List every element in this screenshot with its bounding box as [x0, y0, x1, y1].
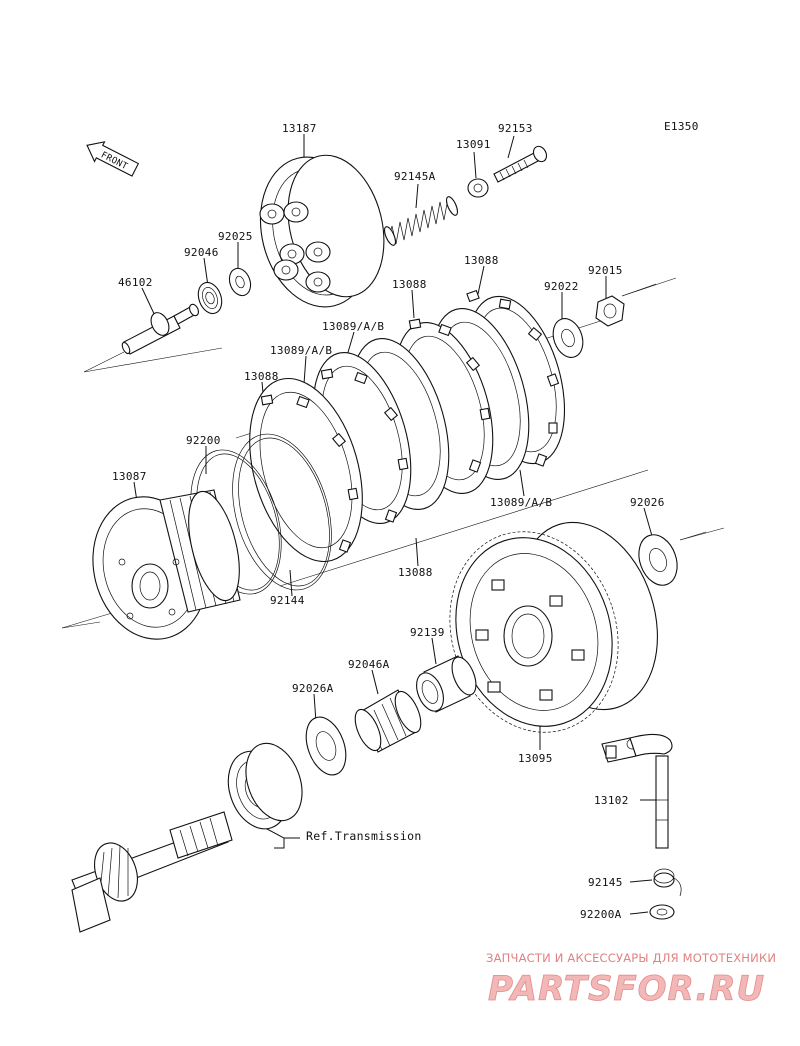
transmission-shaft: [71, 811, 233, 933]
part-label-13095: 13095: [518, 752, 553, 765]
part-label-92153: 92153: [498, 122, 533, 135]
spring-92145A: [383, 196, 459, 246]
clutch-hub-13087: [92, 489, 241, 640]
leader-lines: [133, 134, 656, 915]
washer-92022: [552, 318, 584, 358]
part-label-13087: 13087: [112, 470, 147, 483]
part-label-13187: 13187: [282, 122, 317, 135]
needle-bearing-92046A: [354, 689, 422, 753]
transmission-bearing: [227, 742, 303, 830]
pressure-plate-13187: [259, 154, 385, 308]
part-label-92022: 92022: [544, 280, 579, 293]
washer-92025: [228, 267, 252, 297]
push-rod-46102: [121, 303, 200, 355]
spring-92144: [232, 433, 332, 591]
watermark-logo: PARTSFOR.RU: [488, 969, 765, 1009]
part-label-92200: 92200: [186, 434, 221, 447]
spring-92145: [653, 868, 682, 897]
bolt-92153: [493, 145, 548, 183]
nut-92015: [595, 295, 625, 327]
part-label-13091: 13091: [456, 138, 491, 151]
part-label-46102: 46102: [118, 276, 153, 289]
release-lever-13102: [601, 733, 673, 849]
washer-92026A: [305, 716, 347, 776]
friction-tabs-mid: [408, 318, 491, 473]
clutch-housing-13095: [449, 521, 658, 733]
part-label-13088-a: 13088: [464, 254, 499, 267]
part-label-92200A: 92200A: [580, 908, 622, 921]
part-label-13089-a: 13089/A/B: [322, 320, 384, 333]
part-label-92139: 92139: [410, 626, 445, 639]
sleeve-92139: [416, 655, 477, 713]
part-label-13088-d: 13088: [398, 566, 433, 579]
part-label-92026A: 92026A: [292, 682, 334, 695]
part-label-92145: 92145: [588, 876, 623, 889]
part-label-92015: 92015: [588, 264, 623, 277]
watermark-caption: ЗАПЧАСТИ И АКСЕССУАРЫ ДЛЯ МОТОТЕХНИКИ: [486, 951, 776, 965]
part-label-13089-c: 13089/A/B: [490, 496, 552, 509]
part-label-92046: 92046: [184, 246, 219, 259]
part-label-92144: 92144: [270, 594, 305, 607]
part-label-13102: 13102: [594, 794, 629, 807]
washer-92200A: [649, 904, 675, 920]
part-label-92046A: 92046A: [348, 658, 390, 671]
part-label-92026: 92026: [630, 496, 665, 509]
ref-transmission-label: Ref.Transmission: [306, 829, 422, 843]
friction-tabs-front: [260, 394, 359, 553]
friction-tabs-right: [466, 289, 560, 467]
part-label-13088-c: 13088: [244, 370, 279, 383]
diagram-code: E1350: [664, 120, 699, 133]
front-arrow-icon: FRONT: [86, 141, 140, 177]
friction-tabs-left: [320, 368, 409, 523]
part-label-13088-b: 13088: [392, 278, 427, 291]
holder-13091: [467, 178, 489, 198]
part-label-92025: 92025: [218, 230, 253, 243]
bearing-92046: [197, 281, 223, 315]
washer-92026: [638, 534, 678, 586]
part-label-13089-b: 13089/A/B: [270, 344, 332, 357]
watermark: ЗАПЧАСТИ И АКСЕССУАРЫ ДЛЯ МОТОТЕХНИКИ PA…: [486, 951, 776, 1009]
clutch-plate-stack: [249, 289, 566, 563]
part-label-92145A: 92145A: [394, 170, 436, 183]
